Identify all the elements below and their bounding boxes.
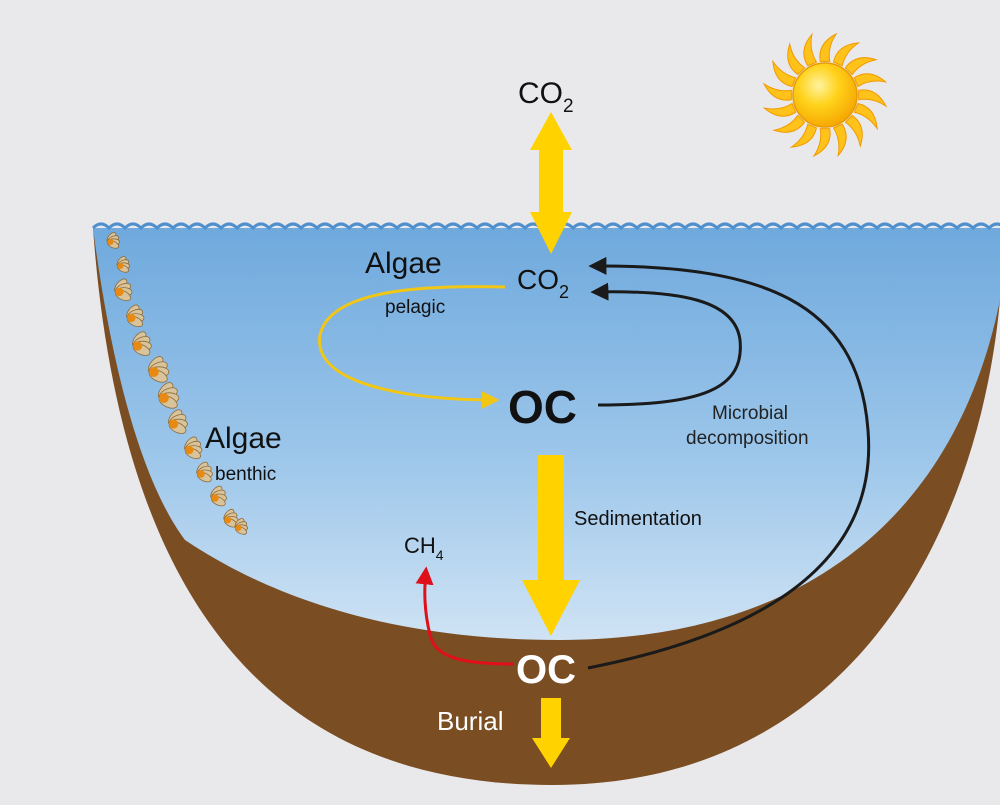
co2-water-label: CO2	[517, 264, 569, 302]
benthic-algae-cluster	[196, 461, 213, 483]
pelagic-uptake-arrow	[318, 285, 506, 409]
methane-arrow	[415, 566, 515, 666]
sun-ray	[858, 89, 888, 108]
oc-sediment-label: OC	[516, 648, 576, 692]
sun-ray	[762, 82, 792, 101]
algae-benthic-sublabel: benthic	[215, 464, 276, 485]
benthic-algae-cluster	[147, 356, 170, 383]
benthic-algae-cluster	[168, 409, 188, 434]
microbial-label-line1: Microbial	[712, 403, 788, 424]
burial-arrow	[532, 698, 570, 768]
benthic-algae-cluster	[132, 331, 152, 356]
benthic-algae-cluster	[234, 518, 249, 535]
sun-ray	[789, 123, 818, 148]
ch4-label: CH4	[404, 533, 444, 563]
sun-ray	[844, 57, 878, 76]
benthic-algae-cluster	[116, 256, 130, 273]
benthic-algae-cluster	[184, 436, 203, 460]
benthic-algae-cluster	[126, 304, 145, 328]
co2-atmosphere-label: CO2	[518, 77, 574, 117]
algae-pelagic-title: Algae	[365, 247, 442, 280]
co2-exchange-arrow	[530, 112, 572, 254]
water-decomposition-arrow	[590, 282, 742, 407]
benthic-algae-cluster	[157, 382, 180, 409]
sun-ray	[787, 42, 806, 76]
algae-pelagic-sublabel: pelagic	[385, 297, 445, 318]
sedimentation-label: Sedimentation	[574, 508, 702, 530]
burial-label: Burial	[437, 706, 503, 736]
sun-ray	[803, 32, 818, 67]
sun-ray	[853, 73, 888, 88]
benthic-algae-cluster	[210, 485, 227, 507]
benthic-algae-cluster	[106, 232, 120, 249]
oc-water-label: OC	[508, 381, 577, 433]
sun-icon	[762, 32, 888, 158]
sediment-decomposition-arrow	[587, 256, 871, 670]
sun-ray	[812, 128, 831, 158]
sun-ray	[762, 102, 797, 117]
sun-ray	[832, 42, 861, 67]
benthic-algae-cluster	[114, 278, 133, 302]
sun-ray	[844, 114, 863, 148]
sun-ray	[853, 102, 878, 131]
sun-ray	[819, 32, 838, 62]
algae-benthic-title: Algae	[205, 422, 282, 455]
benthic-algae-icon	[106, 232, 249, 535]
sun-ray	[832, 123, 847, 158]
sedimentation-arrow	[522, 455, 580, 636]
sun-ray	[772, 114, 806, 133]
microbial-label-line2: decomposition	[686, 428, 809, 449]
sun-ray	[772, 59, 797, 88]
